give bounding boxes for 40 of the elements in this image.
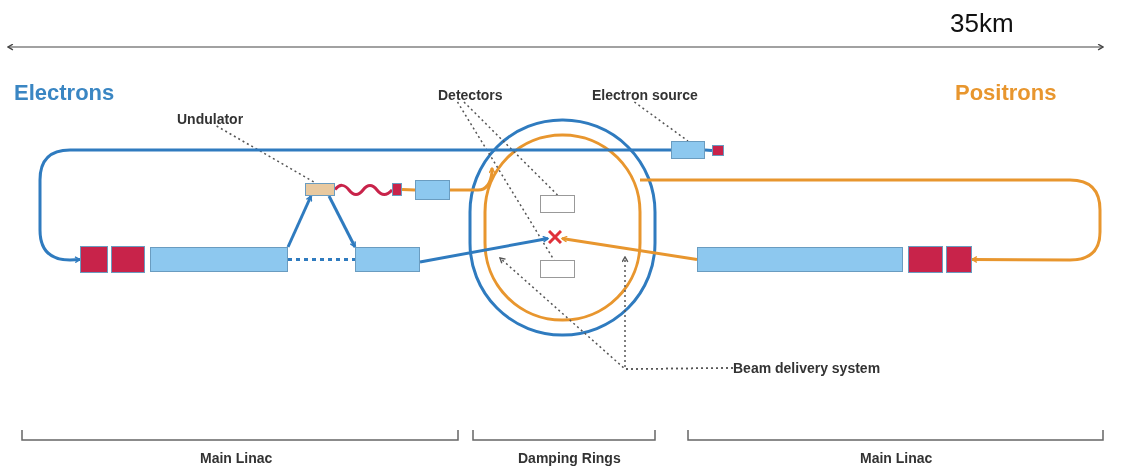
- beam-line: [704, 148, 713, 152]
- undulator-box: [305, 183, 335, 196]
- beam-line: [38, 148, 671, 264]
- beam-title: Positrons: [955, 82, 1057, 104]
- linac-module: [150, 247, 288, 272]
- component-label: Detectors: [438, 88, 503, 102]
- beam-line: [401, 188, 416, 192]
- magnet-block: [111, 246, 145, 273]
- linac-module: [355, 247, 420, 272]
- magnet-block: [392, 183, 402, 196]
- component-label: Beam delivery system: [733, 361, 881, 375]
- section-label: Main Linac: [200, 451, 273, 465]
- component-label: Undulator: [177, 112, 244, 126]
- detector-box: [540, 260, 575, 278]
- beam-line: [419, 235, 549, 264]
- linac-module: [697, 247, 903, 272]
- magnet-block: [712, 145, 724, 156]
- detector-box: [540, 195, 575, 213]
- leader-line: [463, 101, 559, 196]
- magnet-block: [946, 246, 972, 273]
- leader-line: [633, 101, 689, 142]
- magnet-block: [80, 246, 108, 273]
- beam-line: [288, 258, 355, 261]
- beam-line: [561, 235, 698, 261]
- section-label: Main Linac: [860, 451, 933, 465]
- collision-point-icon: [548, 230, 562, 244]
- component-label: Electron source: [592, 88, 698, 102]
- linac-module: [415, 180, 450, 200]
- leader-line: [215, 125, 317, 184]
- beam-line: [286, 195, 313, 248]
- beam-line: [450, 167, 496, 192]
- beam-line: [327, 195, 357, 248]
- beam-title: Electrons: [14, 82, 115, 104]
- beam-line: [333, 183, 394, 196]
- beam-line: [640, 178, 1102, 263]
- section-label: Damping Rings: [518, 451, 621, 465]
- leader-line: [499, 257, 734, 370]
- magnet-block: [908, 246, 943, 273]
- electron-source-box: [671, 141, 705, 159]
- dimension-label: 35km: [950, 10, 1014, 36]
